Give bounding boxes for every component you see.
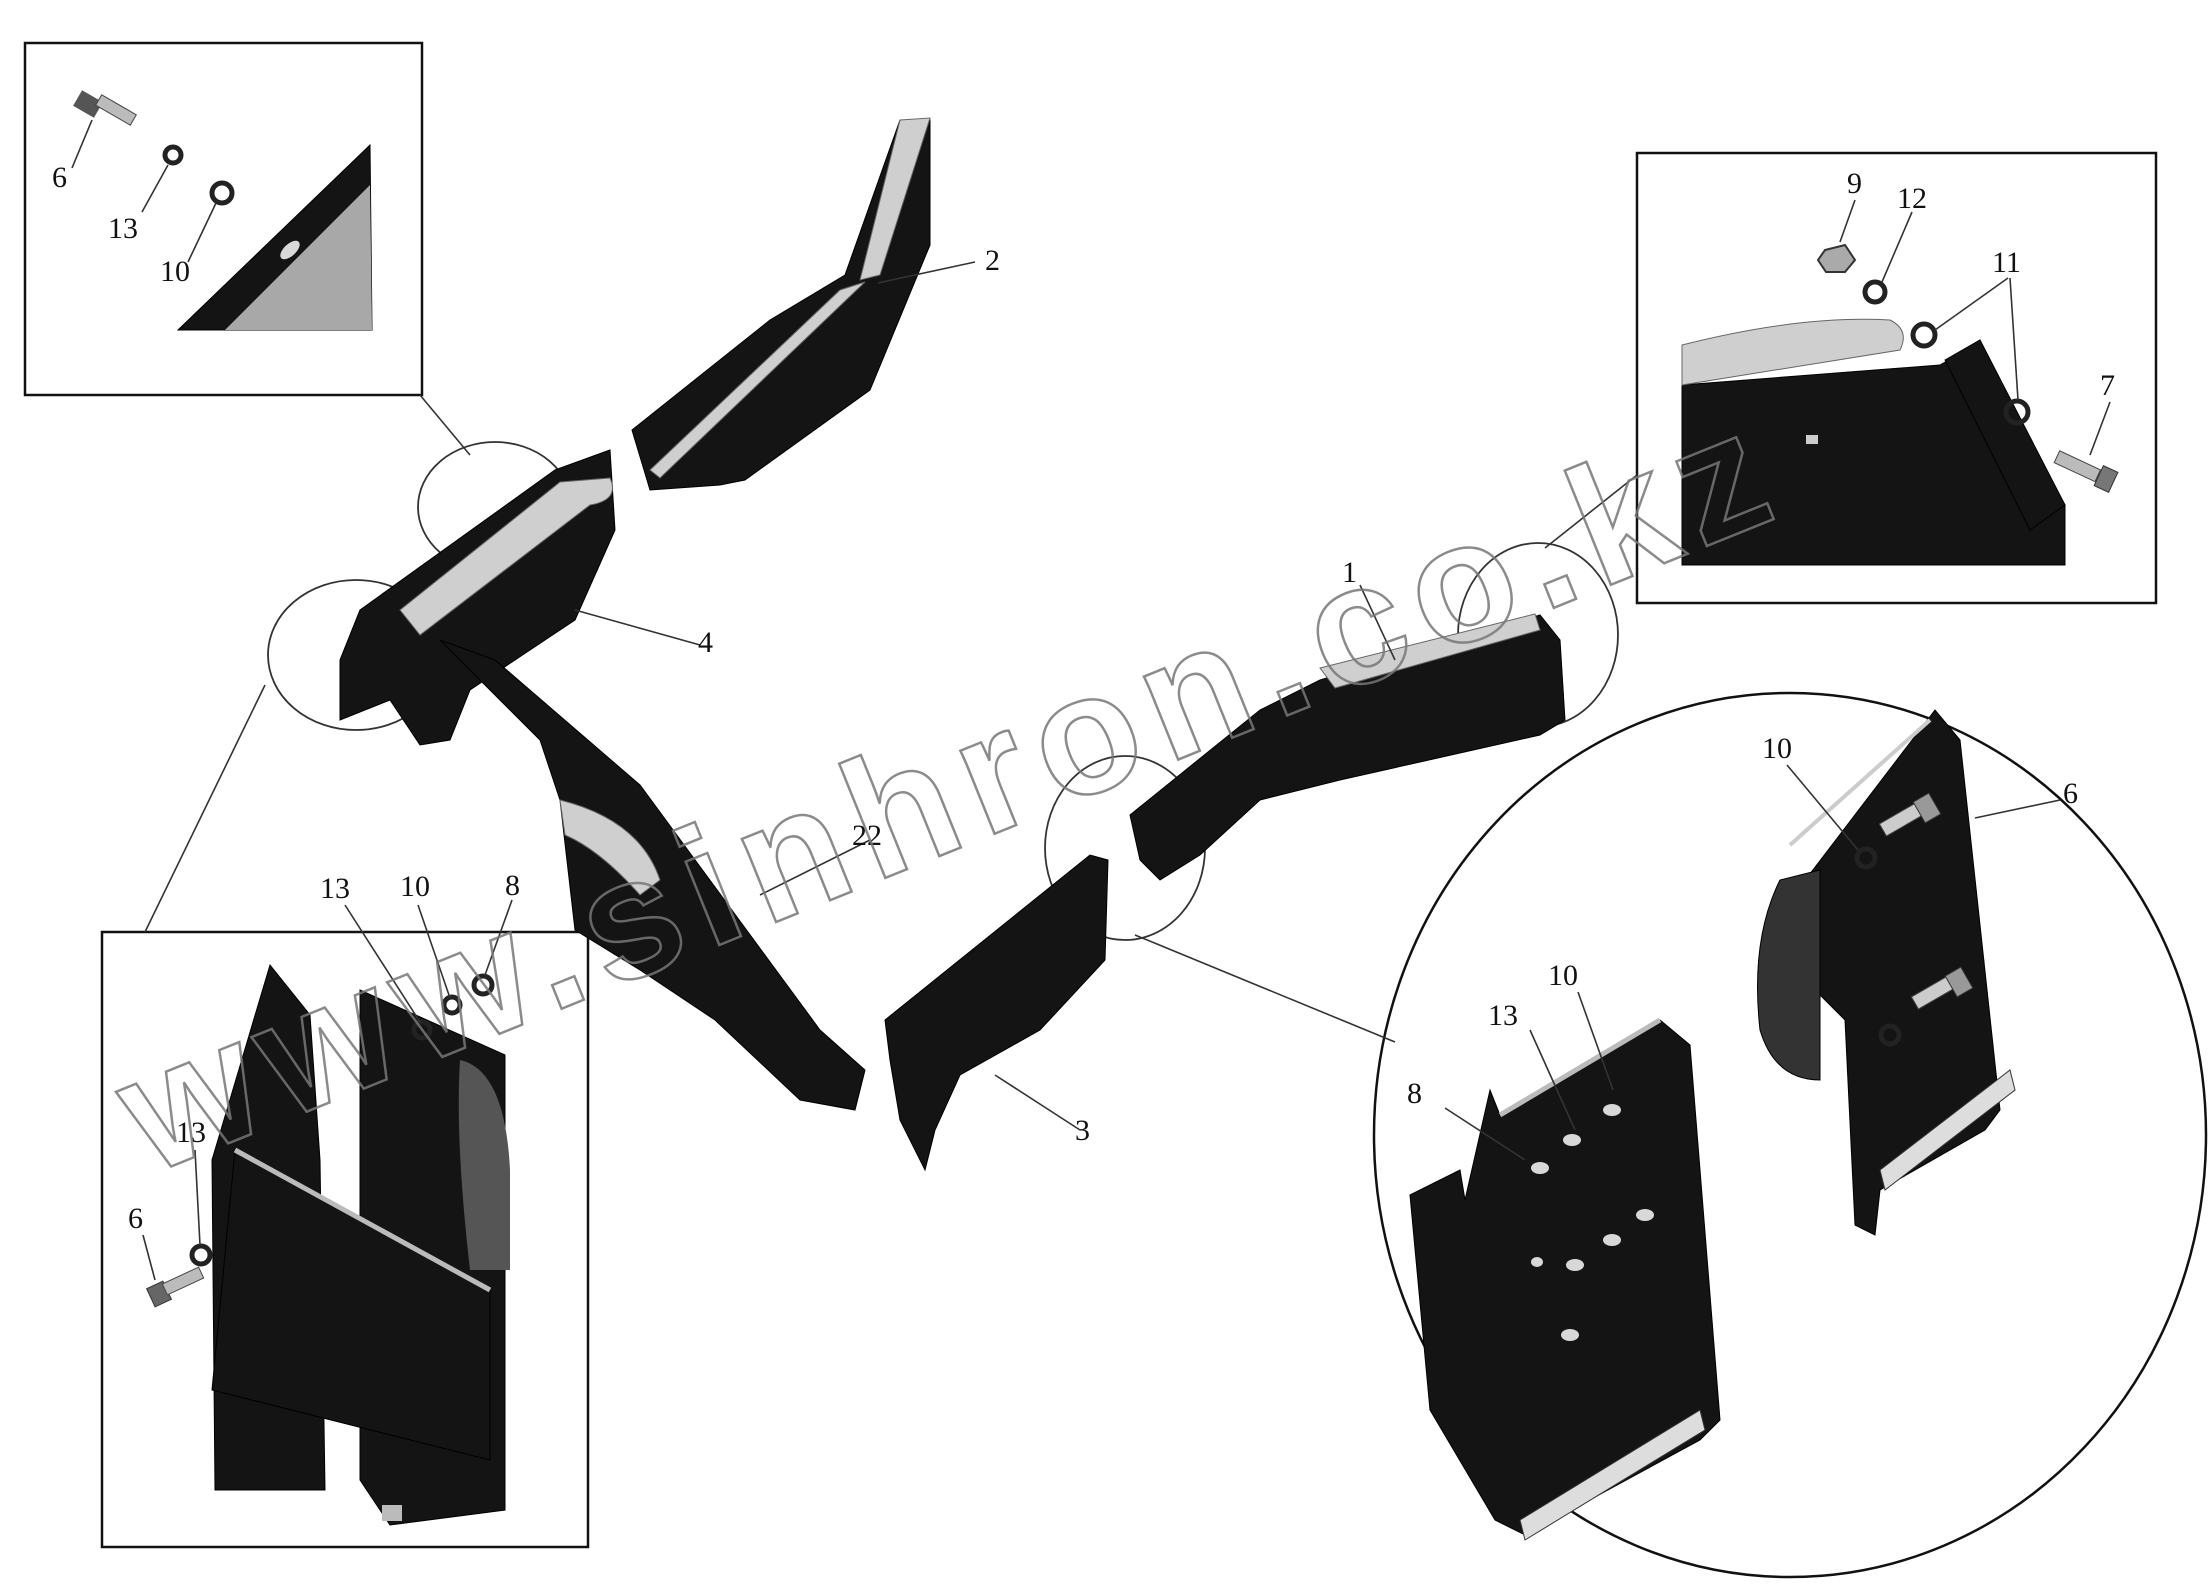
washer-icon — [411, 1019, 433, 1041]
bolt-icon — [2053, 450, 2119, 494]
washer-icon — [441, 994, 463, 1016]
callout-connectors — [144, 394, 1638, 1043]
label-10: 10 — [160, 255, 190, 288]
label-13: 13 — [176, 1116, 206, 1149]
label-6: 6 — [128, 1202, 143, 1235]
label-10: 10 — [1762, 732, 1792, 765]
label-2: 2 — [985, 244, 1000, 277]
label-10: 10 — [400, 870, 430, 903]
label-12: 12 — [1897, 182, 1927, 215]
label-13: 13 — [320, 872, 350, 905]
part-4-bracket — [339, 449, 616, 746]
label-10: 10 — [1548, 959, 1578, 992]
part-2-mudguard-front — [631, 117, 931, 491]
label-13: 13 — [1488, 999, 1518, 1032]
washer-icon — [1854, 846, 1878, 870]
label-11: 11 — [1992, 246, 2021, 279]
nut-icon — [1816, 243, 1857, 273]
label-13: 13 — [108, 212, 138, 245]
detail-top-left: 6 13 10 — [23, 41, 424, 397]
detail-bottom-right: 10 6 10 13 8 — [1372, 691, 2208, 1579]
label-6: 6 — [52, 161, 67, 194]
detail-top-right: 9 12 11 7 — [1635, 151, 2158, 605]
washer-icon — [1862, 279, 1888, 305]
washer-icon — [209, 180, 235, 206]
label-6: 6 — [2063, 777, 2078, 810]
detail-bottom-left: 13 10 8 13 6 — [100, 869, 590, 1549]
label-1: 1 — [1342, 556, 1357, 589]
label-22: 22 — [852, 819, 882, 852]
bolt-icon — [1910, 966, 1974, 1010]
label-4: 4 — [698, 626, 713, 659]
washer-icon — [1878, 1023, 1902, 1047]
part-3-panel — [884, 854, 1109, 1172]
washer-icon — [162, 144, 184, 166]
washer-icon — [1910, 321, 1938, 349]
label-3: 3 — [1075, 1114, 1090, 1147]
label-8: 8 — [505, 869, 520, 902]
washer-icon — [2003, 398, 2031, 426]
bolt-icon — [73, 90, 138, 126]
part-22-strip — [439, 639, 866, 1111]
label-9: 9 — [1847, 167, 1862, 200]
washer-icon — [189, 1243, 213, 1267]
washer-icon — [471, 973, 495, 997]
bolt-icon — [1878, 792, 1942, 837]
label-7: 7 — [2100, 369, 2115, 402]
bolt-icon — [145, 1266, 205, 1308]
main-leaders — [574, 261, 1396, 1131]
label-8: 8 — [1407, 1077, 1422, 1110]
part-1-mudguard-rear — [1129, 613, 1566, 881]
